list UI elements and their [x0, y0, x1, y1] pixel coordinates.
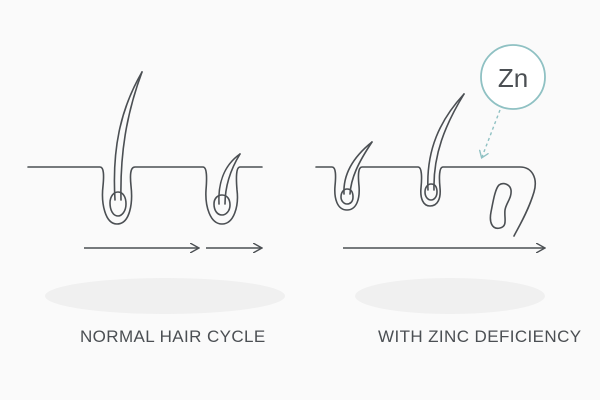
right-hair-shaft-short: [343, 141, 373, 195]
caption-normal-hair-cycle: NORMAL HAIR CYCLE: [80, 327, 266, 346]
left-follicle-bulb-1: [109, 191, 127, 217]
left-hair-shaft-long: [113, 71, 143, 201]
left-panel-illustration: [27, 71, 263, 225]
right-hair-shaft-short-edge: [349, 141, 373, 195]
zinc-pointer-dashed-arrow: [482, 109, 501, 157]
left-hair-shaft-long-edge: [120, 71, 143, 201]
left-follicle-bulb-2: [213, 194, 231, 216]
left-hair-shaft-short: [218, 153, 241, 205]
right-skin-surface-line: [315, 166, 536, 237]
zinc-badge-icon: Zn: [480, 44, 546, 110]
left-panel-shadow: [45, 278, 285, 314]
right-follicle-bulb-2: [424, 183, 438, 201]
right-hair-shaft-medium: [427, 93, 465, 191]
caption-zinc-deficiency: WITH ZINC DEFICIENCY: [378, 327, 582, 346]
left-hair-shaft-short-edge: [224, 153, 241, 205]
right-hair-shaft-medium-edge: [433, 93, 465, 191]
zinc-badge-symbol: Zn: [498, 63, 528, 93]
right-shed-follicle: [489, 182, 512, 230]
right-panel-shadow: [355, 278, 545, 314]
left-skin-surface-line: [27, 166, 263, 225]
right-panel-illustration: [315, 93, 536, 237]
right-follicle-bulb-1: [340, 188, 354, 205]
